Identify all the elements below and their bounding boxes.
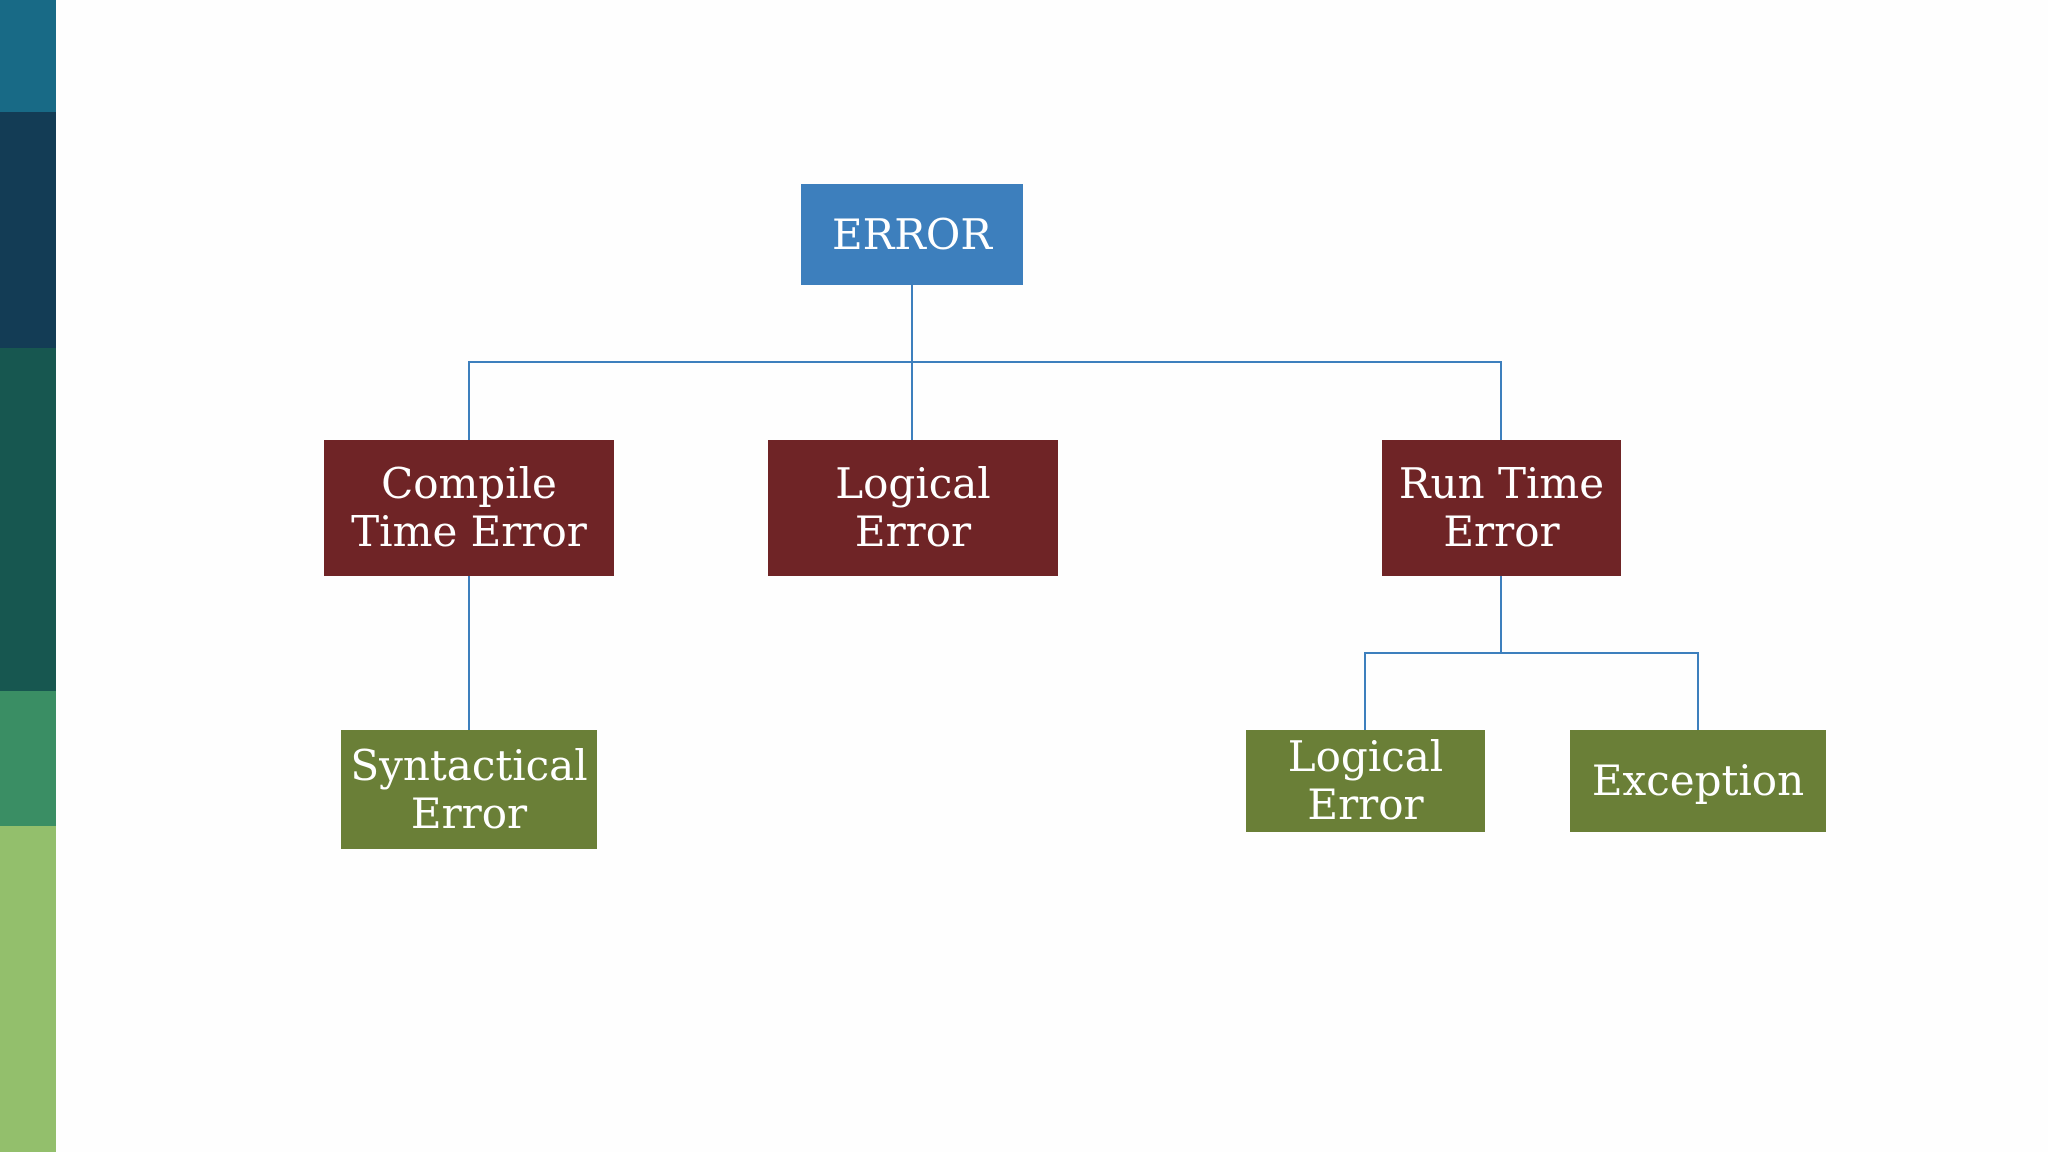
connector-runtime-to-exception — [1500, 576, 1699, 730]
node-logical-error: Logical Error — [768, 440, 1058, 576]
node-compile-time-error: Compile Time Error — [324, 440, 614, 576]
node-exception: Exception — [1570, 730, 1826, 832]
root-node-error: ERROR — [801, 184, 1023, 285]
connector-runtime-to-logical — [1364, 576, 1502, 730]
sidebar-band-1 — [0, 0, 56, 112]
sidebar-band-2 — [0, 112, 56, 348]
node-runtime-logical-error: Logical Error — [1246, 730, 1485, 832]
connector-root-to-runtime — [911, 285, 1502, 440]
sidebar-band-3 — [0, 348, 56, 691]
node-syntactical-error: Syntactical Error — [341, 730, 597, 849]
node-run-time-error: Run Time Error — [1382, 440, 1621, 576]
sidebar-band-4 — [0, 691, 56, 826]
connector-root-to-compile — [468, 285, 913, 440]
sidebar-band-5 — [0, 826, 56, 1152]
